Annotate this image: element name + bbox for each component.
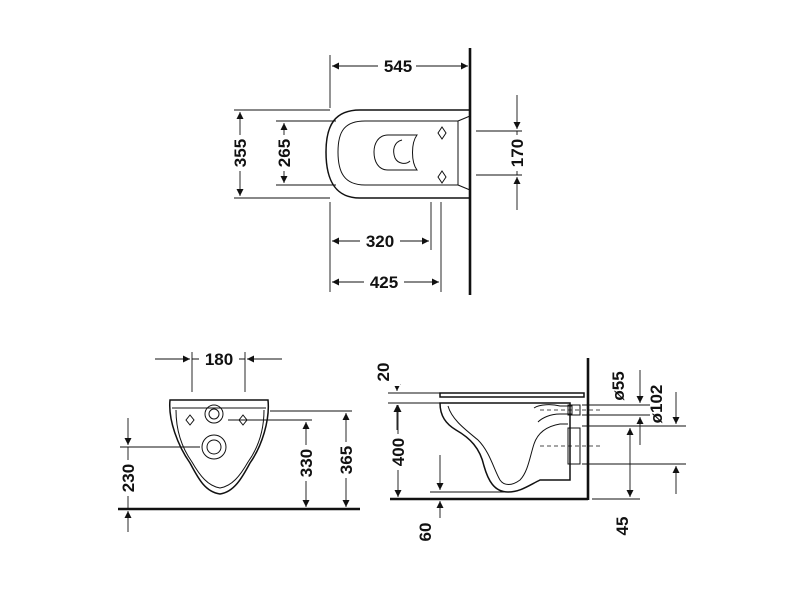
seat-side xyxy=(439,392,585,398)
flush-opening-top xyxy=(373,134,418,171)
bowl-inner-top xyxy=(337,120,459,186)
dim-400: 400 xyxy=(389,438,408,466)
dim-180: 180 xyxy=(205,350,233,369)
bowl-inner-front xyxy=(175,409,265,489)
inlet-circle-outer xyxy=(204,404,224,424)
bowl-outline-front xyxy=(169,399,270,495)
bowl-outline-top xyxy=(325,109,470,199)
bowl-outline-side xyxy=(439,402,571,493)
dim-20: 20 xyxy=(374,363,393,382)
outlet-circle-outer xyxy=(201,434,227,460)
dim-355: 355 xyxy=(231,139,250,167)
dim-330: 330 xyxy=(297,449,316,477)
dim-545: 545 xyxy=(384,57,412,76)
side-view: 20 400 60 ø55 ø102 45 xyxy=(374,358,686,546)
dim-425: 425 xyxy=(370,273,398,292)
trap-side xyxy=(533,404,573,423)
outlet-circle-inner xyxy=(206,439,222,455)
fixing-hole-left xyxy=(185,414,195,426)
dim-45: 45 xyxy=(613,517,632,536)
dim-320: 320 xyxy=(366,232,394,251)
inlet-circle-inner xyxy=(208,408,220,420)
front-view: 180 230 330 365 xyxy=(118,349,360,532)
dim-d102: ø102 xyxy=(647,385,666,424)
fixing-mark-upper xyxy=(437,126,447,140)
bowl-inner-side xyxy=(447,405,568,485)
dim-365: 365 xyxy=(337,446,356,474)
top-view: 545 355 265 170 320 425 xyxy=(231,48,527,295)
dim-d55: ø55 xyxy=(609,371,628,400)
dim-60: 60 xyxy=(416,523,435,542)
dim-170: 170 xyxy=(508,139,527,167)
dim-230: 230 xyxy=(119,464,138,492)
flush-inner-curve xyxy=(393,139,411,164)
fixing-mark-lower xyxy=(437,170,447,184)
dim-265: 265 xyxy=(275,139,294,167)
